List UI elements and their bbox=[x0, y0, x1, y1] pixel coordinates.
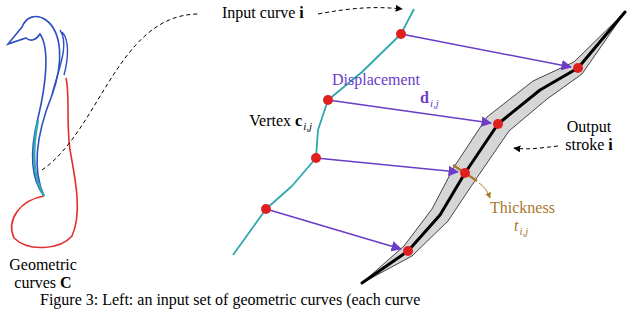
leader-arrow bbox=[514, 146, 558, 149]
vertex-dot bbox=[261, 204, 271, 214]
leader-line bbox=[42, 14, 198, 170]
geometric-curves-label: Geometric curvesC bbox=[2, 256, 84, 292]
vertex-dot bbox=[573, 63, 583, 73]
vertex-dot bbox=[493, 119, 503, 129]
label-text: Displacement bbox=[332, 71, 420, 88]
vertex-dot bbox=[323, 95, 333, 105]
displacement-arrow bbox=[266, 209, 401, 249]
displacement-symbol: di,j bbox=[420, 89, 439, 112]
symbol: i bbox=[299, 4, 303, 21]
geometric-curve bbox=[12, 78, 78, 248]
selected-curve bbox=[34, 120, 44, 196]
input-curve bbox=[233, 9, 414, 255]
subscript: i,j bbox=[430, 97, 439, 109]
geometric-curve bbox=[8, 16, 60, 196]
thickness-bar bbox=[453, 165, 477, 181]
geometric-curve bbox=[52, 30, 68, 95]
output-stroke-label: Output strokei bbox=[560, 118, 618, 154]
vertex-dots bbox=[261, 29, 583, 256]
input-curve-label: Input curvei bbox=[222, 4, 304, 22]
symbol: i bbox=[608, 136, 612, 153]
subscript: i,j bbox=[519, 225, 528, 237]
vertex-label: Vertexci,j bbox=[249, 112, 312, 135]
subscript: i,j bbox=[303, 120, 312, 132]
vertex-dot bbox=[311, 153, 321, 163]
displacement-arrow bbox=[328, 100, 491, 123]
symbol: C bbox=[60, 274, 72, 291]
displacement-arrow bbox=[316, 158, 458, 172]
stroke-thickness bbox=[362, 12, 625, 283]
label-text: Input curve bbox=[222, 4, 295, 21]
label-text: Vertex bbox=[249, 112, 291, 129]
thickness-label: Thickness bbox=[490, 199, 555, 217]
label-text: Output stroke bbox=[565, 118, 611, 153]
thickness-leader bbox=[479, 183, 490, 198]
stroke-centerline bbox=[362, 12, 625, 283]
symbol: c bbox=[295, 112, 302, 129]
displacement-label: Displacement bbox=[332, 71, 420, 89]
vertex-dot bbox=[460, 168, 470, 178]
vertex-dot bbox=[396, 29, 406, 39]
vertex-dot bbox=[403, 246, 413, 256]
leader-arrow bbox=[318, 8, 402, 14]
figure-caption: Figure 3: Left: an input set of geometri… bbox=[40, 291, 420, 309]
symbol: t bbox=[514, 217, 518, 234]
label-text: Thickness bbox=[490, 199, 555, 216]
symbol: d bbox=[420, 89, 429, 106]
displacement-arrow bbox=[401, 34, 571, 67]
thickness-symbol: ti,j bbox=[514, 217, 528, 240]
